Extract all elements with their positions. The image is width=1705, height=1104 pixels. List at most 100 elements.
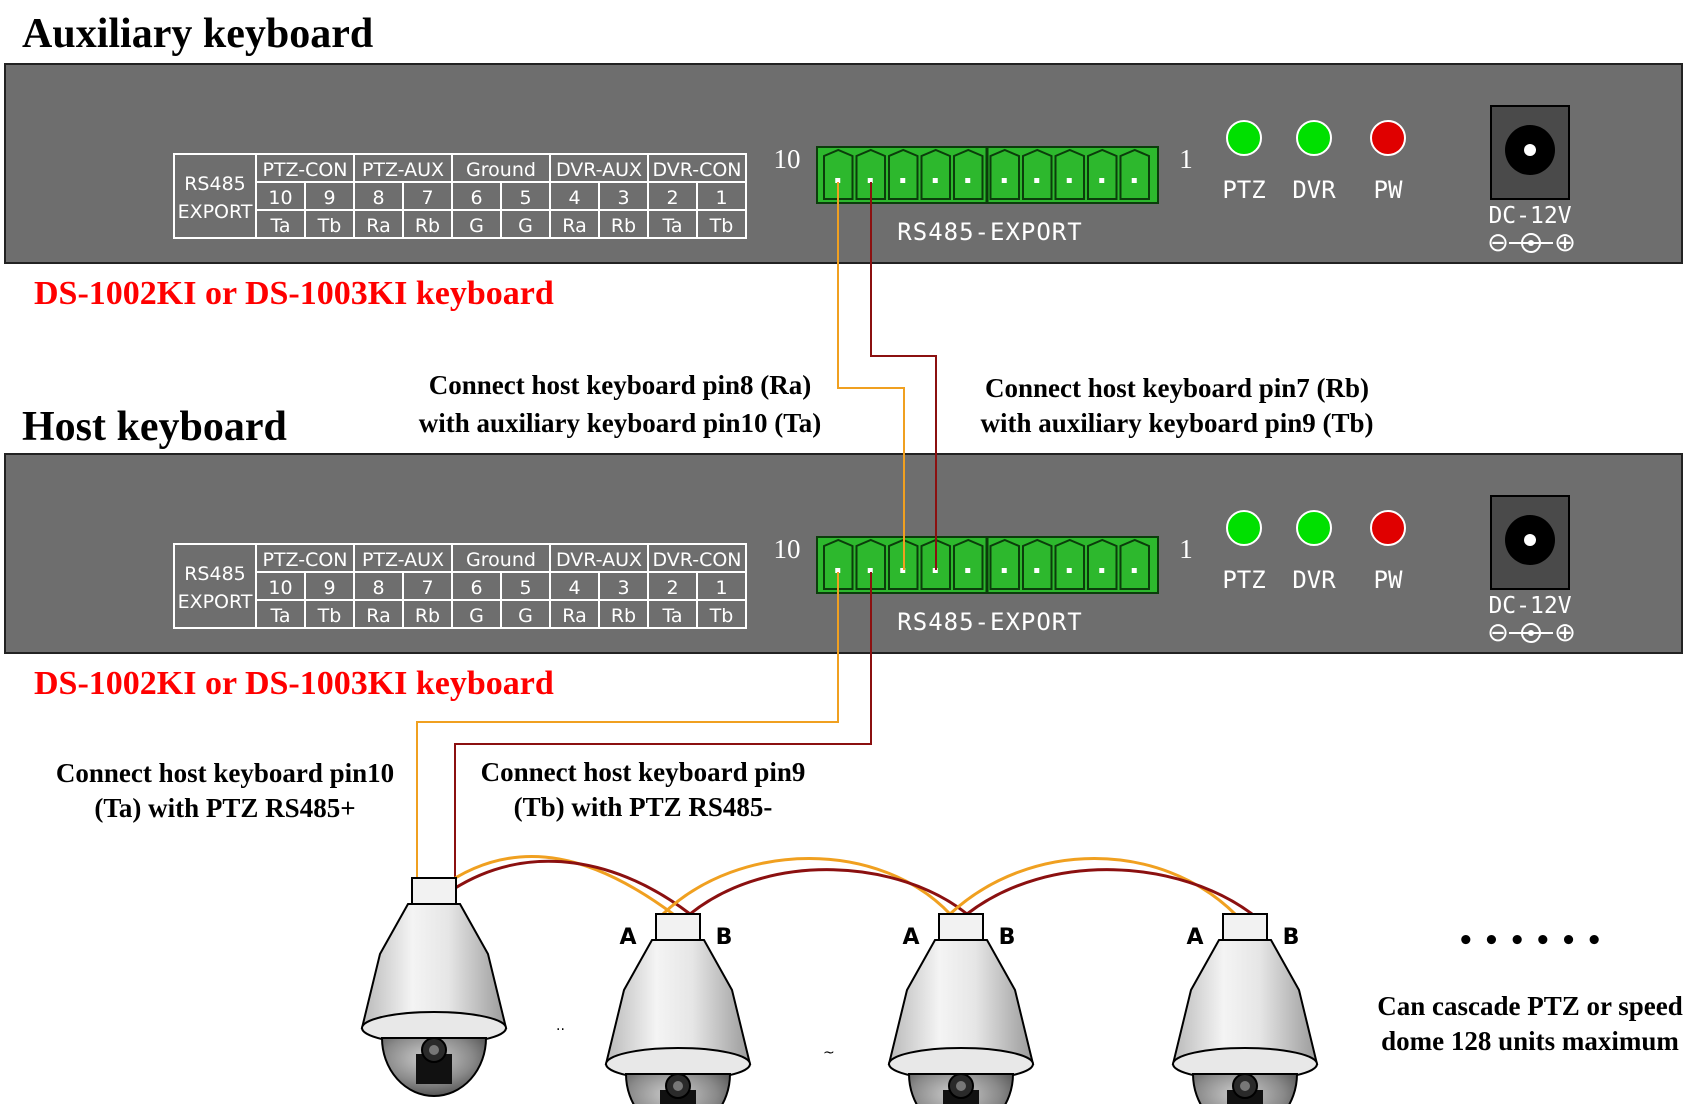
aux-table-head-2: EXPORT (178, 201, 253, 223)
host-dc-jack-pin (1524, 534, 1536, 546)
host-terminal-screw (867, 568, 873, 573)
ptz-port-a-label: A (1186, 925, 1203, 950)
aux-led-dvr-light (1296, 120, 1332, 156)
host-led-ptz: PTZ (1222, 510, 1266, 594)
aux-title: Auxiliary keyboard (22, 11, 373, 57)
aux-polarity-plus: ⊕ (1554, 228, 1576, 258)
host-pin-number: 6 (470, 577, 482, 599)
aux-pin-signal: G (469, 215, 484, 237)
aux-terminal-screw (867, 178, 873, 183)
aux-group-ptz-con: PTZ-CON (262, 159, 347, 181)
aux-pin-number: 9 (323, 187, 335, 209)
ptz-dome-lens-glass (429, 1045, 439, 1055)
note-ptz-minus-2: (Tb) with PTZ RS485- (514, 792, 773, 822)
ptz-port-a-label: A (902, 925, 919, 950)
stray-mark-2: ~ (823, 1045, 835, 1061)
host-terminal-pin (989, 538, 1020, 590)
host-terminal-label: RS485-EXPORT (897, 608, 1082, 636)
dome-chain-wires (439, 855, 1253, 916)
aux-dc-label: DC-12V (1488, 203, 1571, 229)
ptz-port-b-label: B (1283, 925, 1300, 950)
host-dc-label: DC-12V (1488, 593, 1571, 619)
aux-pin-signal: Ra (366, 215, 390, 237)
host-pin-signal: G (469, 605, 484, 627)
chain-wire-red-1 (451, 859, 691, 916)
aux-pin-signal: Rb (415, 215, 440, 237)
aux-terminal-pin (989, 148, 1020, 200)
aux-pin-signal: G (518, 215, 533, 237)
host-pin-number: 7 (421, 577, 433, 599)
aux-terminal-right-number: 1 (1179, 144, 1193, 174)
chain-wire-orange-2 (661, 857, 952, 916)
host-group-dvr-con: DVR-CON (652, 549, 741, 571)
host-polarity-minus: ⊖ (1487, 618, 1509, 648)
aux-terminal-screw (1131, 178, 1137, 183)
aux-pin-signal: Rb (611, 215, 636, 237)
ptz-dome-lens-glass (673, 1081, 683, 1091)
host-terminal-screw (1001, 568, 1007, 573)
cascade-ellipsis: • • • • • • (1458, 926, 1603, 956)
host-pin-number: 10 (268, 577, 292, 599)
host-terminal-right-number: 1 (1179, 534, 1193, 564)
host-led-ptz-light (1226, 510, 1262, 546)
aux-terminal-pin (1022, 148, 1053, 200)
host-pin-signal: Ra (366, 605, 390, 627)
chain-wire-red-2 (689, 868, 968, 916)
ptz-dome-lens-glass (956, 1081, 966, 1091)
host-pin-signal: Ta (269, 605, 290, 627)
aux-pin-signal: Ta (661, 215, 682, 237)
aux-pin-number: 6 (470, 187, 482, 209)
aux-pin-number: 4 (568, 187, 580, 209)
stray-mark-1: .. (556, 1018, 565, 1034)
host-pin-signal: Tb (317, 605, 342, 627)
host-terminal-screw (900, 568, 906, 573)
host-pin-signal: G (518, 605, 533, 627)
host-terminal-pin (1054, 538, 1085, 590)
host-group-ground: Ground (466, 549, 536, 571)
aux-pin-number: 3 (617, 187, 629, 209)
host-polarity-symbol: ⊖⊕ (1487, 618, 1576, 648)
aux-terminal-screw (1099, 178, 1105, 183)
aux-led-ptz-light (1226, 120, 1262, 156)
aux-table-head-1: RS485 (184, 173, 246, 195)
ptz-dome-housing (1171, 939, 1319, 1065)
aux-led-ptz-label: PTZ (1222, 176, 1265, 204)
host-pin-table-frame (173, 543, 747, 629)
host-led-ptz-label: PTZ (1222, 566, 1265, 594)
ptz-dome-lens-glass (1240, 1081, 1250, 1091)
host-led-pw-light (1370, 510, 1406, 546)
host-led-pw-label: PW (1374, 566, 1403, 594)
host-pin-signal: Ta (661, 605, 682, 627)
host-led-pw: PW (1370, 510, 1406, 594)
wire-aux-tb (870, 182, 937, 570)
aux-group-dvr-aux: DVR-AUX (556, 159, 642, 181)
host-table-head-2: EXPORT (178, 591, 253, 613)
host-pin-number: 4 (568, 577, 580, 599)
aux-pin-number: 5 (519, 187, 531, 209)
aux-pin-signal: Ra (562, 215, 586, 237)
host-pin-number: 8 (372, 577, 384, 599)
host-led-dvr: DVR (1292, 510, 1336, 594)
aux-led-ptz: PTZ (1222, 120, 1266, 204)
note-ptz-minus-1: Connect host keyboard pin9 (481, 757, 806, 787)
chain-wire-orange-1 (439, 855, 674, 916)
host-title: Host keyboard (22, 404, 287, 450)
aux-terminal-screw (1001, 178, 1007, 183)
aux-terminal-screw (1066, 178, 1072, 183)
host-terminal-screw (1131, 568, 1137, 573)
note-ptz-plus-2: (Ta) with PTZ RS485+ (94, 793, 355, 823)
host-led-dvr-label: DVR (1292, 566, 1336, 594)
aux-terminal-pin (920, 148, 951, 200)
aux-dc-jack-pin (1524, 144, 1536, 156)
aux-terminal-pin (1054, 148, 1085, 200)
aux-pin-number: 8 (372, 187, 384, 209)
ptz-dome-connector (938, 913, 984, 941)
host-group-ptz-con: PTZ-CON (262, 549, 347, 571)
ptz-dome-housing (604, 939, 752, 1065)
